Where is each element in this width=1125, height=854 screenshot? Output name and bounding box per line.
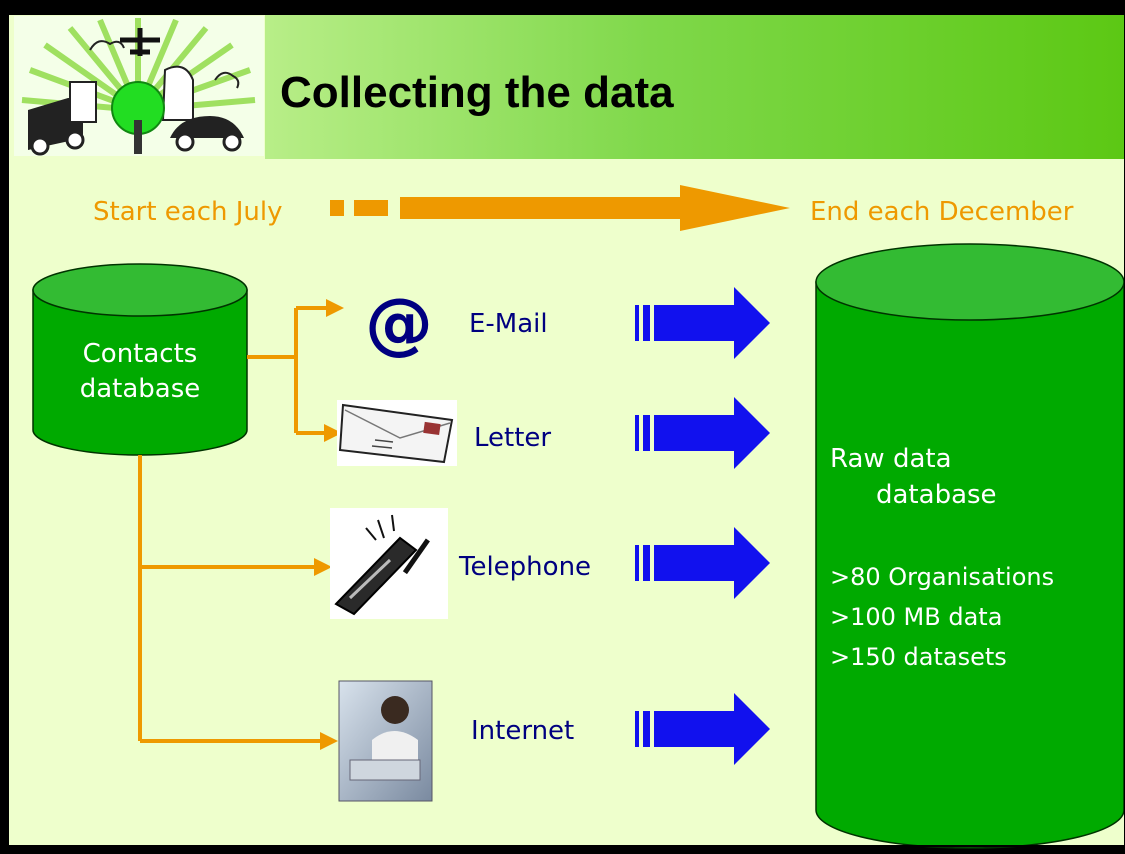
channel-internet: Internet	[338, 680, 574, 802]
raw-data-database-top	[815, 243, 1125, 321]
channel-telephone: Telephone	[330, 508, 591, 619]
wheel-icon	[30, 136, 50, 156]
contacts-database-line1: Contacts	[83, 339, 198, 369]
blue-arrow-internet	[635, 693, 770, 765]
airplane-icon	[120, 28, 160, 56]
envelope-icon	[337, 400, 457, 466]
cloud-icon	[89, 40, 125, 51]
timeline: Start each July End each December	[93, 185, 1074, 231]
arrow-stripe	[643, 305, 650, 341]
blue-arrow-telephone	[635, 527, 770, 599]
ringing-lines	[365, 514, 395, 541]
arrow-stripe	[635, 545, 639, 581]
building-icon	[161, 65, 194, 121]
stat-data-size: >100 MB data	[830, 603, 1002, 631]
contacts-database-line2: database	[80, 374, 201, 404]
timeline-dash	[330, 200, 344, 216]
arrow-stripe	[635, 415, 639, 451]
slide-border	[7, 13, 1125, 847]
phone-antenna	[402, 538, 430, 575]
arrow-stripe	[635, 305, 639, 341]
channel-letter: Letter	[337, 400, 551, 466]
at-sign-icon: @	[365, 284, 433, 363]
arrow-body	[654, 693, 770, 765]
page-title: Collecting the data	[280, 68, 674, 117]
raw-data-database-line1: Raw data	[830, 444, 952, 474]
stamp	[423, 421, 441, 436]
timeline-arrow	[400, 185, 790, 231]
contacts-database: Contacts database	[32, 263, 248, 456]
factory-icon	[69, 81, 97, 123]
contacts-database-body	[32, 289, 248, 456]
mobile-phone-icon	[330, 508, 448, 619]
header: Collecting the data	[265, 14, 1125, 159]
raw-data-database: Raw data database >80 Organisations >100…	[815, 243, 1125, 849]
person-shirt	[372, 731, 418, 760]
stat-organisations: >80 Organisations	[830, 563, 1054, 591]
wheel-icon	[65, 130, 85, 150]
timeline-end-label: End each December	[810, 197, 1074, 227]
arrowhead-telephone	[314, 558, 332, 576]
arrow-body	[654, 397, 770, 469]
tree-trunk	[134, 120, 142, 154]
channel-email: @ E-Mail	[365, 284, 548, 363]
contacts-database-top	[32, 263, 248, 317]
blue-arrow-email	[635, 287, 770, 359]
person-head	[381, 696, 409, 724]
cloud-icon	[214, 71, 240, 89]
blue-arrows	[635, 287, 770, 765]
connector-arrowheads	[314, 299, 344, 750]
arrowhead-letter	[324, 424, 342, 442]
arrow-body	[654, 527, 770, 599]
raw-data-database-body	[815, 281, 1125, 849]
logo	[14, 16, 264, 156]
address-lines	[371, 439, 394, 449]
arrow-stripe	[643, 711, 650, 747]
envelope-shape	[338, 403, 454, 464]
timeline-start-label: Start each July	[93, 197, 283, 227]
arrow-body	[654, 287, 770, 359]
wheel-icon	[222, 132, 242, 152]
arrowhead-email	[326, 299, 344, 317]
keyboard	[349, 759, 421, 781]
car-icon	[170, 116, 244, 138]
wheel-icon	[175, 132, 195, 152]
person-at-computer-icon	[338, 680, 433, 802]
phone-body	[334, 536, 418, 616]
arrow-stripe	[635, 711, 639, 747]
connectors	[138, 306, 328, 743]
raw-data-database-line2: database	[876, 480, 997, 510]
blue-arrow-letter	[635, 397, 770, 469]
channel-label-telephone: Telephone	[458, 552, 591, 582]
arrow-stripe	[643, 415, 650, 451]
timeline-dash	[354, 200, 388, 216]
arrowhead-internet	[320, 732, 338, 750]
channel-label-email: E-Mail	[469, 309, 548, 339]
phone-screen	[348, 558, 392, 600]
header-bar	[265, 14, 1125, 159]
stat-datasets: >150 datasets	[830, 643, 1007, 671]
arrow-stripe	[643, 545, 650, 581]
channel-label-internet: Internet	[471, 716, 574, 746]
channel-label-letter: Letter	[474, 423, 551, 453]
